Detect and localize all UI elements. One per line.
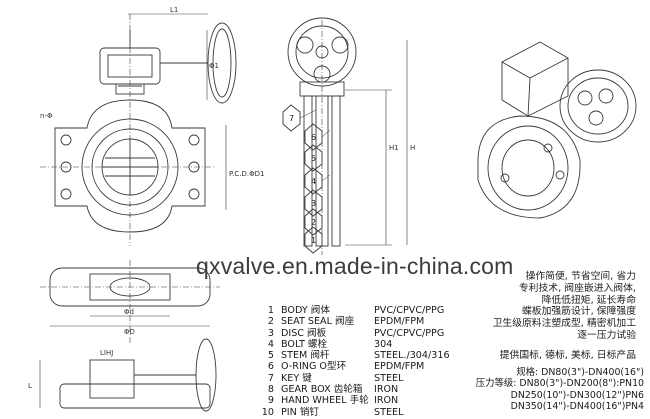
callout-5: 5 — [311, 154, 316, 163]
feature-line: 卫生级原料注塑成型, 精密机加工 — [492, 318, 636, 330]
dim-phi-D-label: ΦD — [124, 328, 135, 336]
dim-pcd-label: P.C.D.ΦD1 — [229, 170, 264, 178]
part-number: 4 — [267, 338, 274, 350]
part-name: DISC 阀板 — [281, 327, 327, 339]
part-material: STEEL — [374, 372, 404, 384]
part-number: 6 — [267, 361, 274, 373]
part-number: 5 — [267, 350, 274, 362]
feature-line: 操作简便, 节省空间, 省力 — [525, 271, 636, 282]
side-mark-label: LIHJ — [100, 349, 113, 357]
standards-text: 提供国标, 德标, 美标, 日标产品 — [499, 350, 636, 361]
parts-row: 2 SEAT SEAL 阀座 EPDM/FPM — [258, 316, 473, 327]
part-material: PVC/CPVC/PPG — [374, 305, 445, 316]
parts-list: 1 BODY 阀体 PVC/CPVC/PPG 2 SEAT SEAL 阀座 EPDM/F… — [258, 305, 473, 418]
front-view — [40, 13, 237, 246]
feature-line: 蝶板加强筋设计, 保障强度 — [522, 306, 636, 318]
callout-1: 1 — [311, 236, 316, 245]
parts-row: 4 BOLT 螺栓 304 — [258, 339, 473, 350]
parts-row: 1 BODY 阀体 PVC/CPVC/PPG — [258, 305, 473, 316]
part-material: IRON — [374, 395, 399, 407]
part-name: STEM 阀杆 — [281, 350, 330, 362]
part-material: STEEL./304/316 — [374, 350, 450, 362]
part-number: 9 — [267, 395, 274, 407]
parts-row: 7 KEY 键 STEEL — [258, 373, 473, 384]
dim-l1-label: L1 — [170, 6, 178, 14]
spec-size-range: 规格: DN80(3")-DN400(16") — [516, 367, 644, 378]
feature-line: 逐一压力试验 — [577, 329, 636, 341]
part-material: EPDM/FPM — [374, 361, 425, 373]
callout-6: 6 — [311, 133, 316, 142]
dim-l-label: L — [28, 382, 32, 390]
part-material: PVC/CPVC/PPG — [374, 327, 445, 339]
part-name: GEAR BOX 齿轮箱 — [281, 384, 363, 396]
part-number: 3 — [267, 327, 274, 339]
part-name: HAND WHEEL 手轮 — [281, 395, 369, 407]
parts-row: 10 PIN 销钉 STEEL — [258, 407, 473, 418]
part-material: EPDM/FPM — [374, 316, 425, 328]
top-view — [39, 260, 220, 412]
feature-list: 操作简便, 节省空间, 省力 专利技术, 阀座嵌进入阀体, 降低低扭矩, 延长寿… — [476, 271, 636, 342]
part-number: 1 — [267, 305, 274, 316]
spec-block: 规格: DN80(3")-DN400(16") 压力等级: DN80(3")-D… — [474, 367, 644, 412]
part-material: 304 — [374, 338, 393, 350]
part-number: 2 — [267, 316, 274, 328]
feature-line: 专利技术, 阀座嵌进入阀体, — [518, 282, 636, 294]
spec-pressure-2: DN250(10")-DN300(12")PN6 — [510, 389, 644, 401]
parts-row: 8 GEAR BOX 齿轮箱 IRON — [258, 384, 473, 395]
dim-n-phi-label: n-Φ — [40, 112, 53, 120]
part-name: O-RING O型环 — [281, 361, 347, 373]
part-name: PIN 销钉 — [281, 406, 320, 418]
side-gear-box — [89, 359, 135, 399]
perspective-gear-box — [501, 41, 569, 117]
part-number: 8 — [267, 384, 274, 396]
part-name: KEY 键 — [281, 372, 312, 384]
perspective-body — [477, 115, 581, 219]
watermark-text: qxvalve.en.made-in-china.com — [196, 253, 514, 279]
perspective-handwheel — [559, 69, 637, 143]
section-view — [282, 17, 408, 255]
dim-d1-label: Φ1 — [209, 62, 219, 70]
callout-7: 7 — [289, 114, 294, 123]
callout-3: 3 — [311, 199, 316, 208]
part-material: IRON — [374, 384, 399, 396]
dim-h1-label: H1 — [389, 144, 399, 152]
parts-row: 3 DISC 阀板 PVC/CPVC/PPG — [258, 328, 473, 339]
perspective-view — [477, 41, 637, 219]
dim-phi-d-label: Φd — [124, 308, 134, 316]
callout-4: 4 — [311, 177, 316, 186]
spec-pressure-3: DN350(14")-DN400(16")PN4 — [510, 400, 644, 412]
feature-line: 降低低扭矩, 延长寿命 — [541, 294, 636, 306]
parts-row: 9 HAND WHEEL 手轮 IRON — [258, 395, 473, 406]
part-number: 7 — [267, 372, 274, 384]
valve-body — [54, 99, 206, 233]
dim-h-label: H — [410, 144, 415, 152]
part-name: BOLT 螺栓 — [281, 338, 328, 350]
spec-pressure-1: 压力等级: DN80(3")-DN200(8"):PN10 — [475, 378, 644, 390]
parts-row: 6 O-RING O型环 EPDM/FPM — [258, 361, 473, 372]
part-name: SEAT SEAL 阀座 — [281, 316, 355, 328]
parts-row: 5 STEM 阀杆 STEEL./304/316 — [258, 350, 473, 361]
callout-2: 2 — [311, 218, 316, 227]
part-material: STEEL — [374, 406, 404, 418]
part-number: 10 — [261, 406, 274, 418]
part-name: BODY 阀体 — [281, 305, 330, 316]
